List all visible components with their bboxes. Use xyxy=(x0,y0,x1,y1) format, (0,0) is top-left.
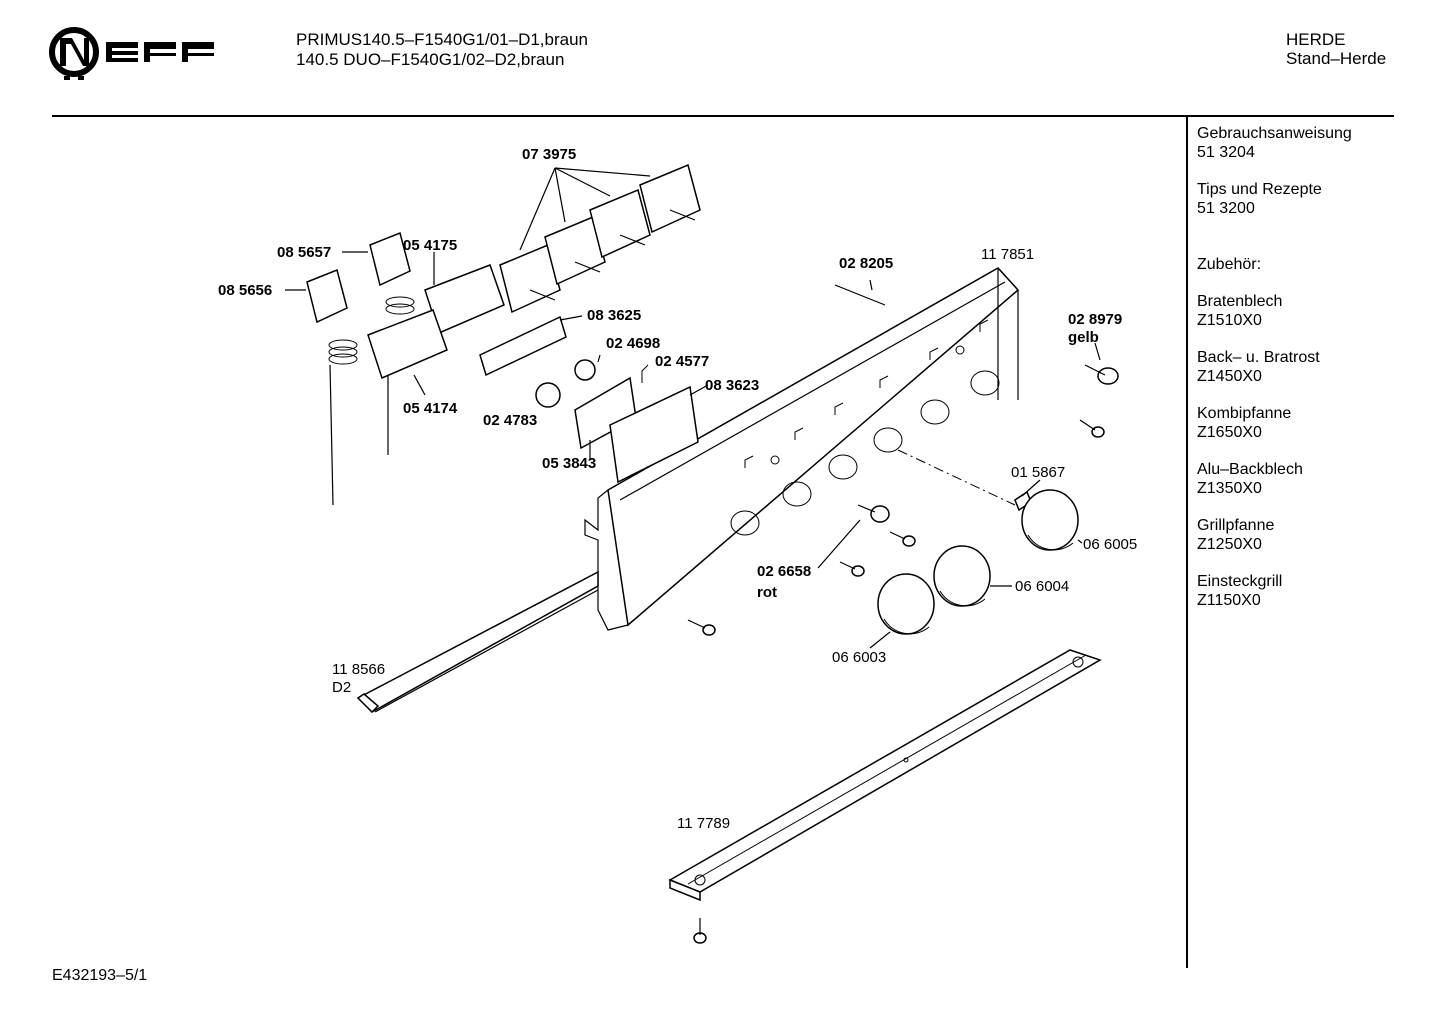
switch-blocks xyxy=(367,252,505,396)
part-label-083623: 08 3623 xyxy=(705,377,760,394)
selector-switches-073975 xyxy=(499,163,701,314)
part-label-024783: 02 4783 xyxy=(483,412,538,429)
accessory-entry: Alu–Backblech Z1350X0 xyxy=(1197,460,1417,498)
part-color-028979: gelb xyxy=(1068,329,1099,346)
accessory-number: Z1150X0 xyxy=(1197,592,1261,609)
part-label-024577: 02 4577 xyxy=(655,353,710,370)
appliance-category: HERDE Stand–Herde xyxy=(1286,30,1386,68)
manual-number: 51 3204 xyxy=(1197,144,1255,161)
accessory-number: Z1350X0 xyxy=(1197,480,1262,497)
accessory-entry: Bratenblech Z1510X0 xyxy=(1197,292,1417,330)
part-label-026658: 02 6658 xyxy=(757,563,812,580)
accessory-number: Z1650X0 xyxy=(1197,424,1262,441)
part-variant-118566: D2 xyxy=(332,679,352,696)
pins-and-screws xyxy=(687,279,1119,944)
part-label-066003: 06 6003 xyxy=(832,649,887,666)
part-label-117789: 11 7789 xyxy=(677,815,731,832)
part-label-118566: 11 8566 xyxy=(332,661,386,678)
part-label-117851: 11 7851 xyxy=(981,246,1035,263)
part-label-028979: 02 8979 xyxy=(1068,311,1123,328)
header-rule xyxy=(52,115,1394,117)
accessory-label: Kombipfanne xyxy=(1197,405,1292,422)
accessory-label: Back– u. Bratrost xyxy=(1197,349,1320,366)
part-label-073975: 07 3975 xyxy=(522,146,577,163)
model-line-2: 140.5 DUO–F1540G1/02–D2,braun xyxy=(296,50,565,69)
accessory-entry: Einsteckgrill Z1150X0 xyxy=(1197,572,1417,610)
part-label-028205: 02 8205 xyxy=(839,255,894,272)
accessory-label: Bratenblech xyxy=(1197,293,1283,310)
accessories-heading: Zubehör: xyxy=(1197,256,1262,273)
accessory-label: Alu–Backblech xyxy=(1197,461,1303,478)
exploded-view-drawing xyxy=(285,163,1119,944)
accessory-label: Einsteckgrill xyxy=(1197,573,1283,590)
accessory-label: Grillpfanne xyxy=(1197,517,1275,534)
part-label-083625: 08 3625 xyxy=(587,307,642,324)
accessory-entry: Grillpfanne Z1250X0 xyxy=(1197,516,1417,554)
small-parts xyxy=(479,315,709,484)
part-label-085657: 08 5657 xyxy=(277,244,332,261)
sidebar: Gebrauchsanweisung 51 3204 Tips und Reze… xyxy=(1197,124,1417,628)
bottom-bar-117789 xyxy=(668,649,1102,902)
sidebar-rule xyxy=(1186,116,1188,968)
part-label-066004: 06 6004 xyxy=(1015,578,1070,595)
manual-label: Tips und Rezepte xyxy=(1197,181,1322,198)
neff-logo xyxy=(48,26,218,82)
category-line-2: Stand–Herde xyxy=(1286,49,1387,68)
part-label-085656: 08 5656 xyxy=(218,282,273,299)
category-line-1: HERDE xyxy=(1286,30,1346,49)
part-label-066005: 06 6005 xyxy=(1083,536,1138,553)
part-label-053843: 05 3843 xyxy=(542,455,597,472)
part-label-024698: 02 4698 xyxy=(606,335,661,352)
rail-118566 xyxy=(356,570,599,714)
drawing-number: E432193–5/1 xyxy=(52,967,148,984)
knobs xyxy=(869,489,1083,649)
accessory-entry: Back– u. Bratrost Z1450X0 xyxy=(1197,348,1417,386)
part-color-026658: rot xyxy=(757,584,777,601)
part-label-054174: 05 4174 xyxy=(403,400,458,417)
manual-entry: Gebrauchsanweisung 51 3204 xyxy=(1197,124,1417,162)
part-label-015867: 01 5867 xyxy=(1011,464,1066,481)
thermostats xyxy=(285,231,415,506)
manual-number: 51 3200 xyxy=(1197,200,1255,217)
accessory-entry: Kombipfanne Z1650X0 xyxy=(1197,404,1417,442)
model-line-1: PRIMUS140.5–F1540G1/01–D1,braun xyxy=(296,30,589,49)
manual-label: Gebrauchsanweisung xyxy=(1197,125,1352,142)
model-title: PRIMUS140.5–F1540G1/01–D1,braun 140.5 DU… xyxy=(296,30,588,70)
accessory-number: Z1510X0 xyxy=(1197,312,1262,329)
accessory-number: Z1450X0 xyxy=(1197,368,1262,385)
manual-entry: Tips und Rezepte 51 3200 xyxy=(1197,180,1417,218)
part-label-054175: 05 4175 xyxy=(403,237,458,254)
accessory-number: Z1250X0 xyxy=(1197,536,1262,553)
